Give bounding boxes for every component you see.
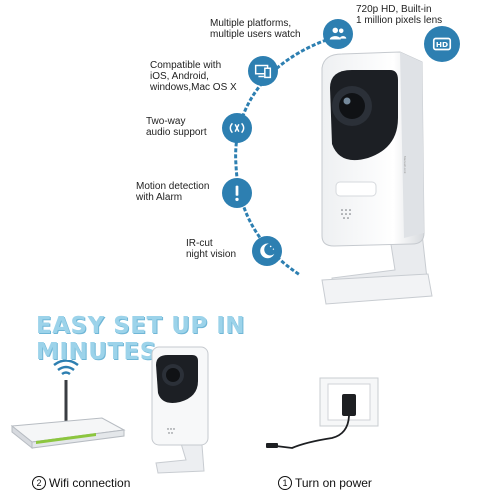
feature-text-compatible: Compatible with iOS, Android, windows,Ma… <box>150 60 237 93</box>
camera-brand: Maxwell-Link <box>403 156 407 174</box>
setup-title: EASY SET UP IN MINUTES <box>36 313 246 365</box>
svg-text:HD: HD <box>436 40 448 49</box>
alarm-icon <box>222 178 252 208</box>
feature-text-hd-lens: 720p HD, Built-in 1 million pixels lens <box>356 4 443 26</box>
moon-icon <box>252 236 282 266</box>
step-label-power: Turn on power <box>295 476 372 490</box>
audio-icon <box>222 113 252 143</box>
feature-text-multi-users: Multiple platforms, multiple users watch <box>210 18 301 40</box>
devices-icon <box>248 56 278 86</box>
camera-large: Maxwell-Link <box>321 51 433 305</box>
feature-text-motion: Motion detection with Alarm <box>136 181 210 203</box>
power-adapter-illustration <box>266 377 379 449</box>
hd-icon: HD <box>424 26 460 62</box>
router-illustration <box>10 360 126 450</box>
users-icon <box>323 19 353 49</box>
step-number-2: 2 <box>32 476 46 490</box>
feature-text-night-vision: IR-cut night vision <box>186 238 237 260</box>
step-number-1: 1 <box>278 476 292 490</box>
camera-small <box>151 346 209 474</box>
step-label-wifi: Wifi connection <box>49 476 131 490</box>
feature-text-audio: Two-way audio support <box>146 116 207 138</box>
